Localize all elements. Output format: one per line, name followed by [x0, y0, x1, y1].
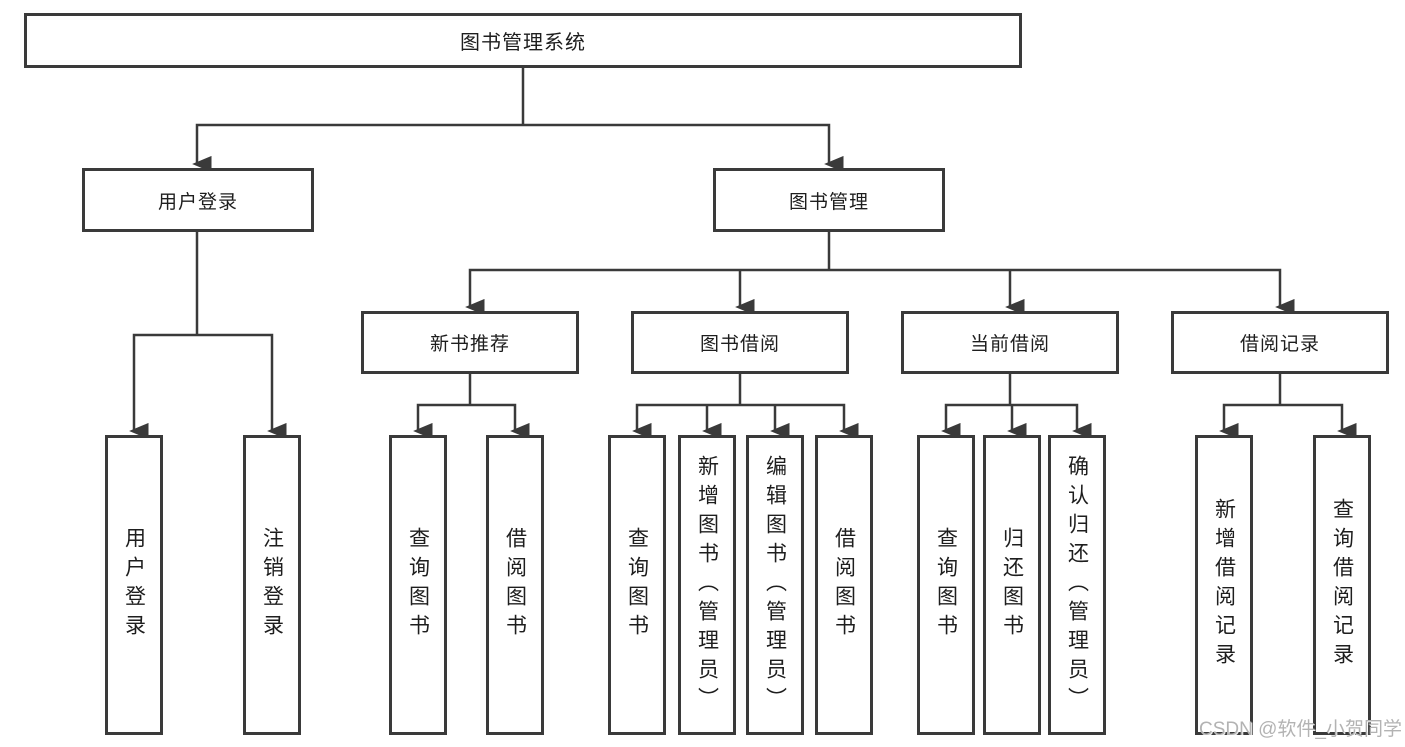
leaf-query-books-recommend: 查询图书 — [389, 435, 447, 735]
leaf-logout-label: 注销登录 — [260, 527, 284, 643]
leaf-return-books-label: 归还图书 — [1000, 527, 1024, 643]
leaf-query-books-recommend-label: 查询图书 — [406, 527, 430, 643]
edge-bookborrow-to-leaves — [632, 403, 859, 440]
leaf-edit-book-admin-label: 编辑图书（管理员） — [763, 454, 787, 716]
edge-root-to-level2 — [192, 123, 844, 173]
node-book-borrow-label: 图书借阅 — [699, 334, 780, 355]
edge-userlogin-to-leaves — [129, 333, 287, 440]
leaf-query-books-current-label: 查询图书 — [934, 527, 958, 643]
node-current-borrow: 当前借阅 — [901, 311, 1119, 374]
leaf-edit-book-admin: 编辑图书（管理员） — [746, 435, 804, 735]
node-book-borrow: 图书借阅 — [631, 311, 849, 374]
node-user-login-label: 用户登录 — [157, 191, 238, 213]
leaf-confirm-return-admin-label: 确认归还（管理员） — [1065, 454, 1089, 716]
node-borrow-records-label: 借阅记录 — [1239, 334, 1320, 355]
leaf-logout: 注销登录 — [243, 435, 301, 735]
leaf-query-books-current: 查询图书 — [917, 435, 975, 735]
node-book-management: 图书管理 — [713, 168, 945, 232]
leaf-return-books: 归还图书 — [983, 435, 1041, 735]
leaf-add-borrow-record: 新增借阅记录 — [1195, 435, 1253, 735]
edge-newbooks-to-leaves — [413, 403, 530, 440]
leaf-query-books-borrow-label: 查询图书 — [625, 527, 649, 643]
node-new-book-recommend-label: 新书推荐 — [429, 334, 510, 355]
edge-records-to-leaves — [1219, 403, 1357, 440]
leaf-add-book-admin: 新增图书（管理员） — [678, 435, 736, 735]
node-user-login: 用户登录 — [82, 168, 314, 232]
leaf-borrow-books-borrow-label: 借阅图书 — [832, 527, 856, 643]
leaf-user-login: 用户登录 — [105, 435, 163, 735]
leaf-query-borrow-record-label: 查询借阅记录 — [1330, 498, 1354, 672]
node-new-book-recommend: 新书推荐 — [361, 311, 579, 374]
leaf-confirm-return-admin: 确认归还（管理员） — [1048, 435, 1106, 735]
leaf-query-books-borrow: 查询图书 — [608, 435, 666, 735]
leaf-user-login-label: 用户登录 — [122, 527, 146, 643]
leaf-query-borrow-record: 查询借阅记录 — [1313, 435, 1371, 735]
edge-bookmgmt-to-level3 — [465, 268, 1295, 316]
leaf-add-book-admin-label: 新增图书（管理员） — [695, 454, 719, 716]
leaf-borrow-books-borrow: 借阅图书 — [815, 435, 873, 735]
node-borrow-records: 借阅记录 — [1171, 311, 1389, 374]
leaf-borrow-books-recommend-label: 借阅图书 — [503, 527, 527, 643]
csdn-watermark: CSDN @软件_小贺同学 — [1199, 719, 1402, 740]
leaf-add-borrow-record-label: 新增借阅记录 — [1212, 498, 1236, 672]
node-root-label: 图书管理系统 — [460, 32, 586, 54]
node-root: 图书管理系统 — [24, 13, 1022, 68]
node-current-borrow-label: 当前借阅 — [969, 334, 1050, 355]
leaf-borrow-books-recommend: 借阅图书 — [486, 435, 544, 735]
node-book-management-label: 图书管理 — [788, 191, 869, 213]
